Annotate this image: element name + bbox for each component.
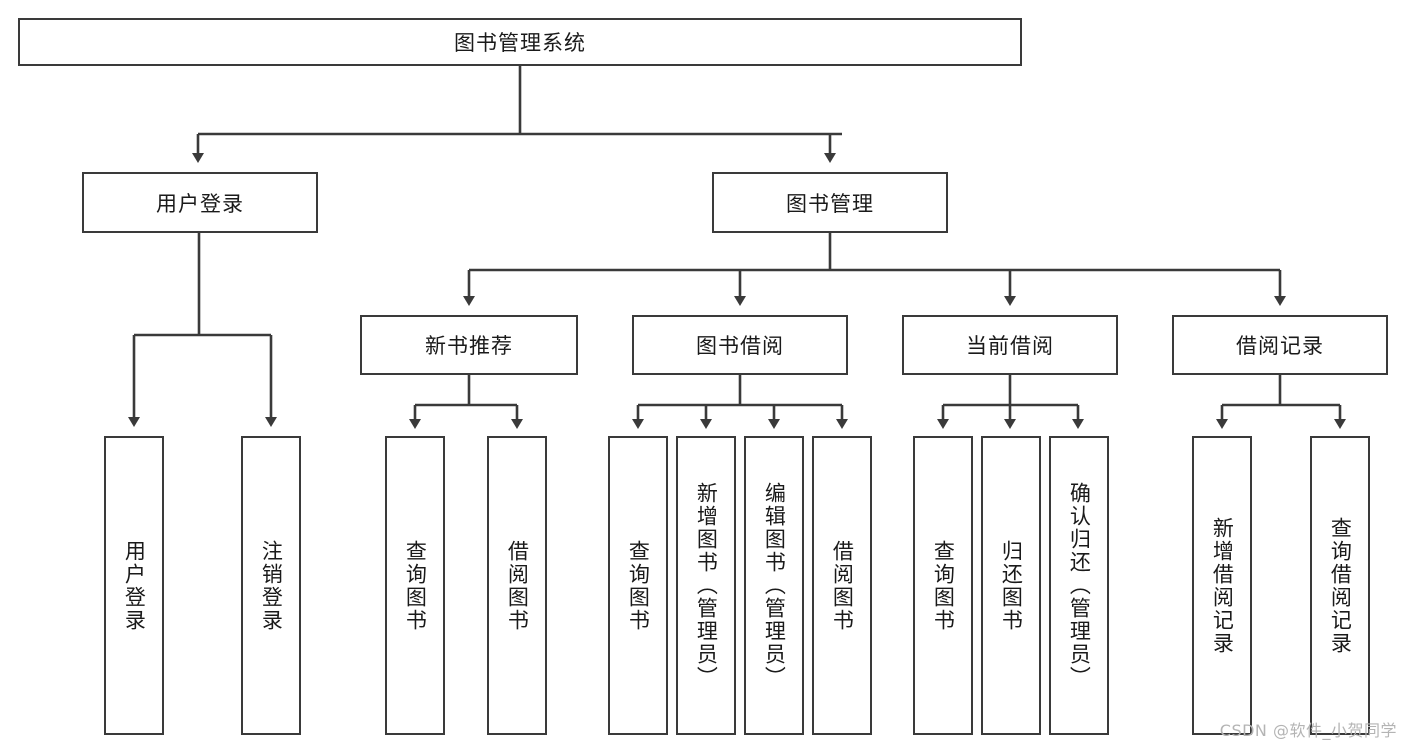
node-book-borrow[interactable]: 图书借阅 — [632, 315, 848, 375]
node-new-book-recommend[interactable]: 新书推荐 — [360, 315, 578, 375]
leaf-borrow-book[interactable]: 借阅图书 — [812, 436, 872, 735]
node-label: 新书推荐 — [425, 334, 513, 358]
leaf-edit-book[interactable]: 编辑图书（管理员） — [744, 436, 804, 735]
leaf-query-book-borrow[interactable]: 查询图书 — [608, 436, 668, 735]
node-label: 图书管理系统 — [454, 31, 586, 55]
node-label: 归还图书 — [999, 539, 1024, 632]
node-label: 图书管理 — [786, 191, 874, 216]
node-label: 编辑图书（管理员） — [762, 482, 787, 689]
leaf-query-book-recommend[interactable]: 查询图书 — [385, 436, 445, 735]
node-label: 借阅图书 — [505, 539, 530, 632]
node-label: 注销登录 — [259, 539, 284, 632]
leaf-return-book[interactable]: 归还图书 — [981, 436, 1041, 735]
node-label: 借阅图书 — [830, 539, 855, 632]
node-label: 查询借阅记录 — [1328, 516, 1353, 655]
node-book-manage[interactable]: 图书管理 — [712, 172, 948, 233]
leaf-logout-login[interactable]: 注销登录 — [241, 436, 301, 735]
node-label: 查询图书 — [931, 539, 956, 632]
node-label: 图书借阅 — [696, 334, 784, 358]
leaf-query-book-current[interactable]: 查询图书 — [913, 436, 973, 735]
csdn-watermark: CSDN @软件_小贺同学 — [1219, 721, 1397, 740]
leaf-query-borrow-record[interactable]: 查询借阅记录 — [1310, 436, 1370, 735]
node-book-management-system[interactable]: 图书管理系统 — [18, 18, 1022, 66]
node-label: 借阅记录 — [1236, 334, 1324, 358]
node-borrow-record[interactable]: 借阅记录 — [1172, 315, 1388, 375]
leaf-user-login[interactable]: 用户登录 — [104, 436, 164, 735]
node-label: 当前借阅 — [966, 334, 1054, 358]
node-label: 用户登录 — [156, 191, 244, 216]
node-label: 查询图书 — [403, 539, 428, 632]
leaf-add-book[interactable]: 新增图书（管理员） — [676, 436, 736, 735]
node-current-borrow[interactable]: 当前借阅 — [902, 315, 1118, 375]
node-label: 确认归还（管理员） — [1067, 482, 1092, 689]
node-label: 用户登录 — [122, 539, 147, 632]
node-user-login[interactable]: 用户登录 — [82, 172, 318, 233]
leaf-add-borrow-record[interactable]: 新增借阅记录 — [1192, 436, 1252, 735]
leaf-confirm-return[interactable]: 确认归还（管理员） — [1049, 436, 1109, 735]
node-label: 新增图书（管理员） — [694, 482, 719, 689]
leaf-borrow-book-recommend[interactable]: 借阅图书 — [487, 436, 547, 735]
node-label: 新增借阅记录 — [1210, 516, 1235, 655]
node-label: 查询图书 — [626, 539, 651, 632]
